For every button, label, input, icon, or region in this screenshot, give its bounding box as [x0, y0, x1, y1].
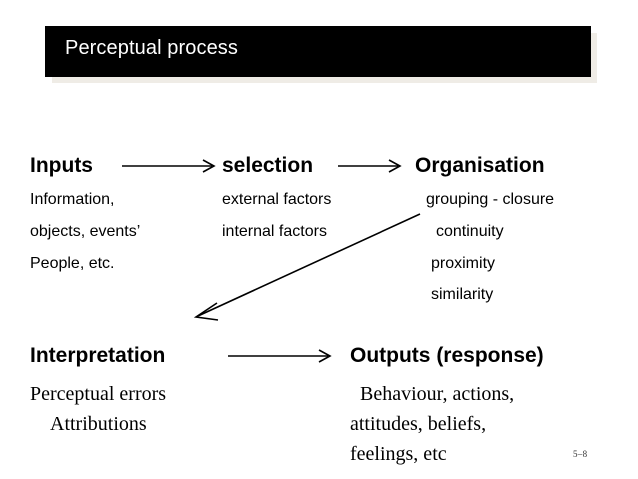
stage-item-organisation-1: continuity	[436, 223, 504, 240]
stage-item-inputs-2: People, etc.	[30, 255, 115, 272]
page-number: 5–8	[573, 449, 588, 459]
stage-item-outputs-0: Behaviour, actions,	[360, 383, 515, 405]
stage-item-organisation-3: similarity	[431, 286, 494, 303]
stage-heading-outputs: Outputs (response)	[350, 344, 544, 367]
arrow-selection-to-organisation	[338, 159, 402, 173]
page-title: Perceptual process	[65, 37, 239, 59]
stage-item-inputs-0: Information,	[30, 191, 115, 208]
stage-heading-selection: selection	[222, 154, 314, 177]
stage-item-interpretation-0: Perceptual errors	[30, 383, 167, 405]
stage-item-organisation-2: proximity	[431, 255, 496, 272]
stage-item-outputs-2: feelings, etc	[350, 443, 447, 465]
stage-item-selection-0: external factors	[222, 191, 332, 208]
title-bar	[45, 26, 591, 77]
stage-item-interpretation-1: Attributions	[50, 413, 147, 435]
stage-item-outputs-1: attitudes, beliefs,	[350, 413, 487, 435]
stage-item-selection-1: internal factors	[222, 223, 327, 240]
stage-heading-organisation: Organisation	[415, 154, 545, 177]
stage-item-organisation-0: grouping - closure	[426, 191, 555, 208]
stage-heading-interpretation: Interpretation	[30, 344, 166, 367]
arrow-inputs-to-selection	[122, 159, 216, 173]
stage-item-inputs-1: objects, events’	[30, 223, 141, 240]
stage-heading-inputs: Inputs	[30, 154, 93, 177]
arrow-interpretation-to-outputs	[228, 349, 332, 363]
